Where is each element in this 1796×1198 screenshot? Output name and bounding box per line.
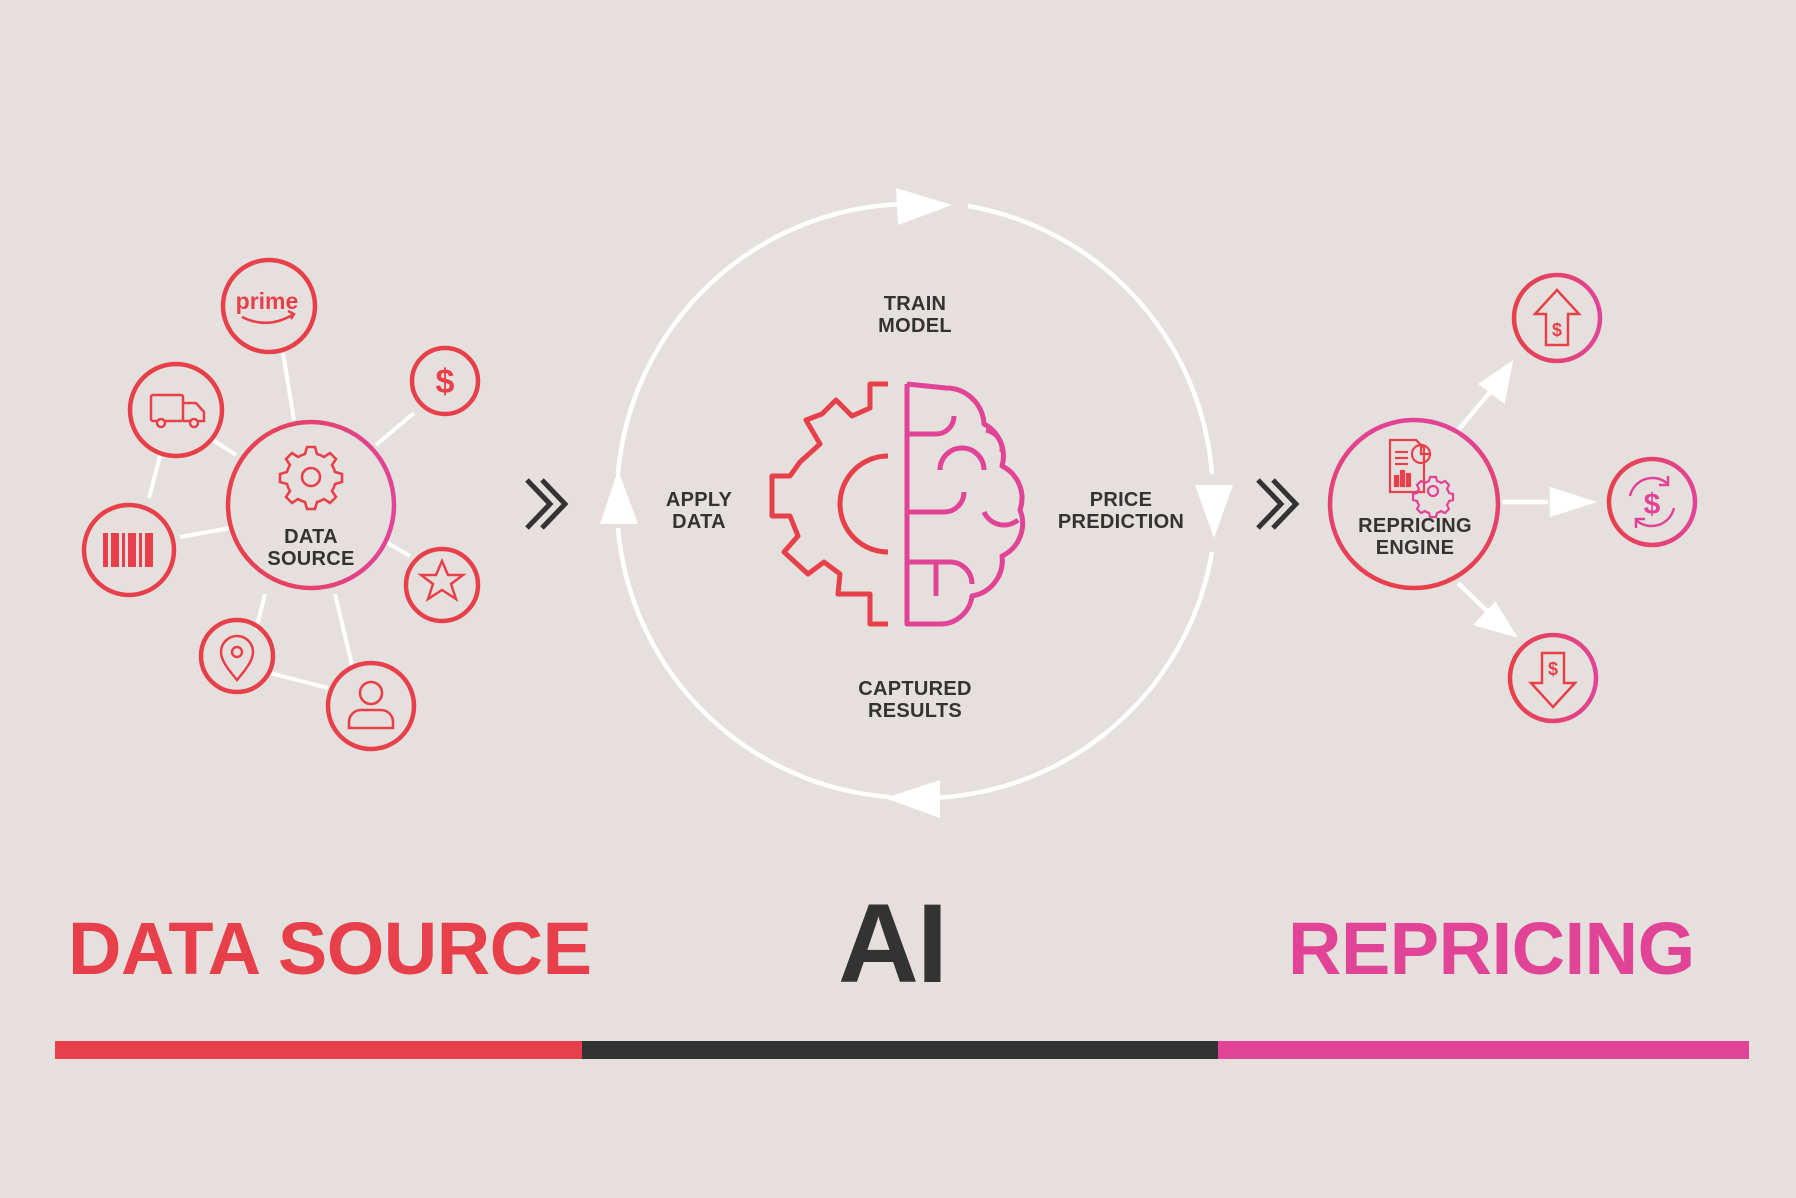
repricing-hub: REPRICING ENGINE xyxy=(1327,417,1501,591)
price-up-icon xyxy=(1532,288,1582,347)
star-icon xyxy=(417,557,467,602)
cycle-ring xyxy=(615,201,1215,801)
price-prediction-line2: PREDICTION xyxy=(1058,511,1184,533)
price-down-icon xyxy=(1528,651,1578,709)
arrow-up-icon xyxy=(600,470,638,524)
gear-brain-icon xyxy=(769,381,1026,627)
apply-data-line1: APPLY xyxy=(666,489,733,511)
price-up-node: $ xyxy=(1511,272,1603,364)
location-node xyxy=(198,617,276,695)
location-pin-icon xyxy=(219,634,255,682)
timeline-segment-data-source xyxy=(55,1041,582,1059)
train-model-line2: MODEL xyxy=(878,315,952,337)
dollar-icon: $ xyxy=(436,363,455,401)
data-source-hub-label-line2: SOURCE xyxy=(267,548,354,570)
ai-title: AI xyxy=(838,881,948,1006)
barcode-icon xyxy=(103,533,153,567)
price-refresh-icon xyxy=(1628,476,1676,528)
data-source-hub-label-line1: DATA xyxy=(284,526,338,548)
timeline-bar xyxy=(55,1041,1749,1059)
output-arrows xyxy=(1453,360,1598,638)
repricing-hub-label-line1: REPRICING xyxy=(1358,515,1472,537)
arrow-left-icon xyxy=(885,780,940,818)
barcode-node xyxy=(81,502,177,598)
svg-text:$: $ xyxy=(1644,488,1661,521)
data-source-cluster: DATA SOURCE prime $ xyxy=(81,257,481,752)
data-source-title: DATA SOURCE xyxy=(68,907,592,990)
ai-cycle: TRAIN MODEL APPLY DATA PRICE PREDICTION … xyxy=(600,188,1233,818)
arrow-right-icon xyxy=(896,188,952,225)
price-refresh-node: $ xyxy=(1606,456,1698,548)
svg-text:$: $ xyxy=(1548,659,1558,679)
timeline-segment-ai xyxy=(582,1041,1218,1059)
repricing-cluster: REPRICING ENGINE $ $ $ xyxy=(1327,272,1698,724)
price-down-node: $ xyxy=(1507,632,1599,724)
prime-logo-text: prime xyxy=(236,288,299,314)
captured-results-line2: RESULTS xyxy=(868,700,962,722)
repricing-hub-label-line2: ENGINE xyxy=(1376,537,1454,559)
chevron-right-icon-2 xyxy=(1256,478,1300,530)
truck-icon xyxy=(149,393,206,429)
user-icon xyxy=(347,680,395,730)
data-source-hub: DATA SOURCE xyxy=(225,419,397,591)
repricing-title: REPRICING xyxy=(1288,907,1695,990)
arrow-down-icon xyxy=(1195,485,1233,538)
train-model-line1: TRAIN xyxy=(884,293,947,315)
timeline-segment-repricing xyxy=(1218,1041,1749,1059)
cycle-arrows xyxy=(600,188,1233,818)
price-prediction-line1: PRICE xyxy=(1090,489,1153,511)
user-node xyxy=(325,660,417,752)
gear-icon xyxy=(278,445,344,511)
star-node xyxy=(403,546,481,624)
report-gear-icon xyxy=(1388,438,1432,494)
truck-node xyxy=(127,361,225,459)
captured-results-line1: CAPTURED xyxy=(858,678,972,700)
prime-node: prime xyxy=(220,257,318,355)
chevron-right-icon-1 xyxy=(525,478,569,530)
gear-icon xyxy=(1411,475,1455,519)
svg-text:$: $ xyxy=(1552,320,1562,340)
prime-logo-icon xyxy=(241,312,295,325)
apply-data-line2: DATA xyxy=(672,511,726,533)
dollar-node: $ xyxy=(409,345,481,417)
